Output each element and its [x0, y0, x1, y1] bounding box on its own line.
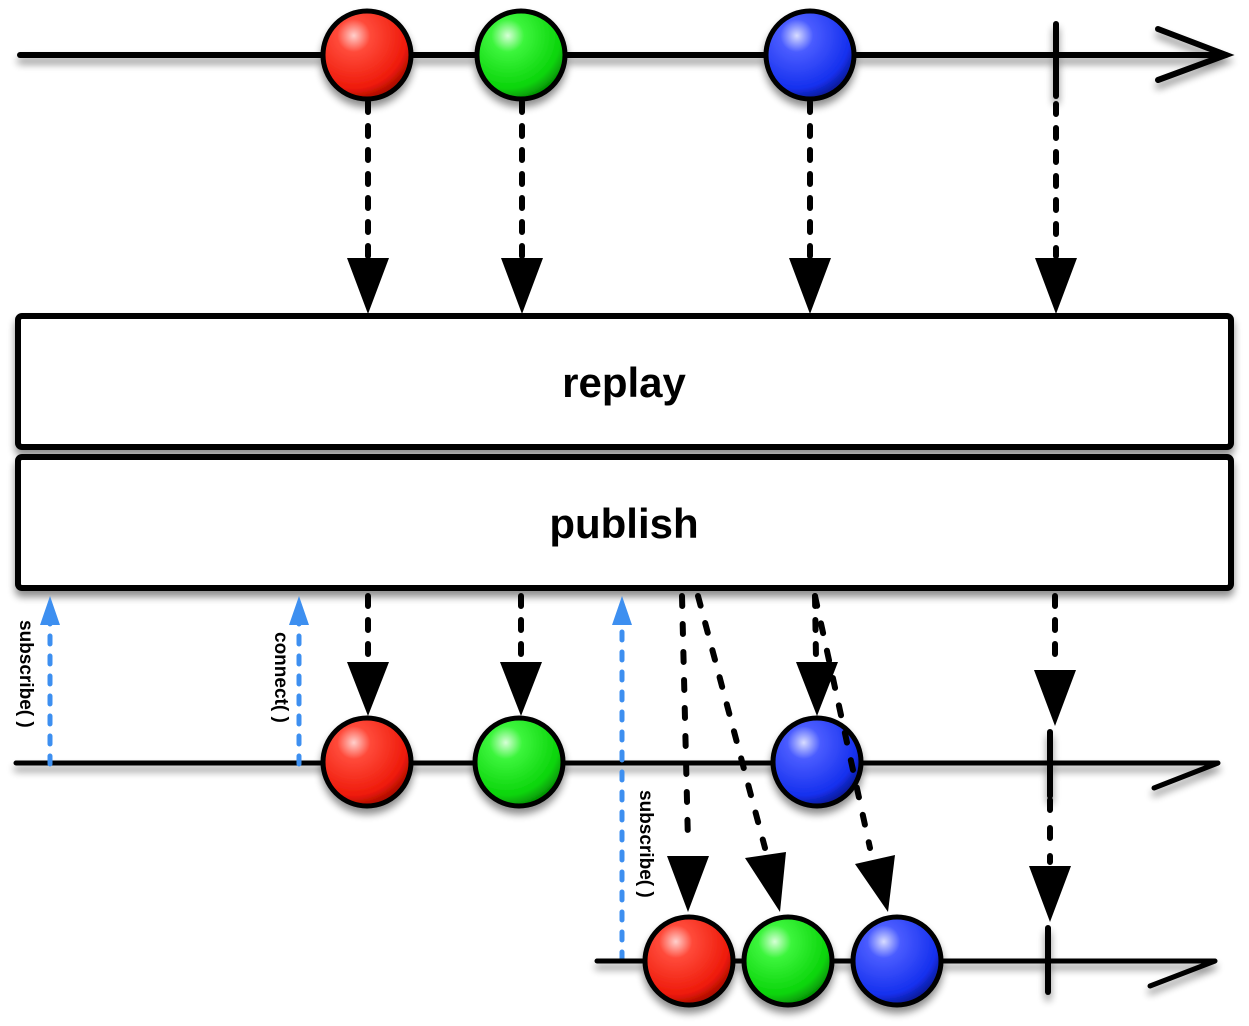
subscriber-1-emission-arrows: [347, 593, 1076, 726]
arrowhead-icon: [1035, 258, 1077, 314]
arrowhead-icon: [612, 596, 632, 625]
arrowhead-icon: [1034, 670, 1076, 726]
replay-arrow: [667, 593, 709, 912]
subscriber-2-marble-red: [642, 914, 736, 1008]
emission-arrow: [501, 99, 543, 314]
subscriber-1-marbles: [320, 715, 864, 809]
subscriber-1-marble-red: [320, 715, 414, 809]
subscriber-1-arrowhead: [1151, 760, 1219, 791]
source-timeline-arrowhead: [1155, 26, 1235, 83]
call-label-connect: connect( ): [270, 632, 291, 723]
call-arrow-connect: connect( ): [270, 596, 309, 767]
replay-arrow: [695, 593, 786, 912]
call-label-subscribe-late: subscribe( ): [635, 790, 656, 898]
subscriber-1-marble-green: [472, 715, 566, 809]
emission-arrow: [347, 593, 389, 716]
arrowhead-icon: [796, 662, 838, 716]
arrowhead-icon: [40, 596, 60, 625]
operator-box-replay: replay: [15, 313, 1234, 450]
call-arrow-subscribe-1: subscribe( ): [15, 596, 60, 767]
source-emission-arrows: [347, 99, 1077, 314]
arrowhead-icon: [501, 258, 543, 314]
arrowhead-icon: [289, 596, 309, 625]
arrowhead-icon: [347, 258, 389, 314]
replay-arrow: [812, 593, 895, 912]
emission-arrow: [1034, 593, 1076, 726]
source-marble-green: [474, 8, 568, 102]
arrowhead-icon: [347, 662, 389, 716]
operator-label-publish: publish: [549, 500, 698, 547]
emission-arrow: [1035, 101, 1077, 314]
emission-arrow: [347, 99, 389, 314]
replay-arrow: [1029, 797, 1071, 922]
arrowhead-icon: [855, 855, 895, 912]
subscriber-1-timeline: [13, 729, 1221, 799]
arrowhead-icon: [1029, 866, 1071, 922]
operator-label-replay: replay: [562, 359, 686, 406]
subscriber-2-arrowhead: [1147, 958, 1216, 989]
subscriber-2-timeline: [594, 914, 1218, 1008]
subscriber-2-marble-green: [741, 914, 835, 1008]
arrowhead-icon: [789, 258, 831, 314]
arrowhead-icon: [667, 856, 709, 912]
subscriber-2-emission-arrows: [667, 593, 1071, 922]
subscriber-1-marble-blue: [770, 715, 864, 809]
emission-arrow: [789, 99, 831, 314]
emission-arrow: [796, 593, 838, 716]
call-arrow-subscribe-2: subscribe( ): [612, 596, 656, 963]
source-marble-red: [320, 8, 414, 102]
subscriber-2-marble-blue: [850, 914, 944, 1008]
operator-box-publish: publish: [15, 454, 1234, 591]
emission-arrow: [500, 593, 542, 716]
arrowhead-icon: [745, 852, 786, 912]
source-timeline: [17, 8, 1235, 102]
call-label-subscribe: subscribe( ): [15, 620, 36, 728]
source-marble-blue: [763, 8, 857, 102]
arrowhead-icon: [500, 662, 542, 716]
